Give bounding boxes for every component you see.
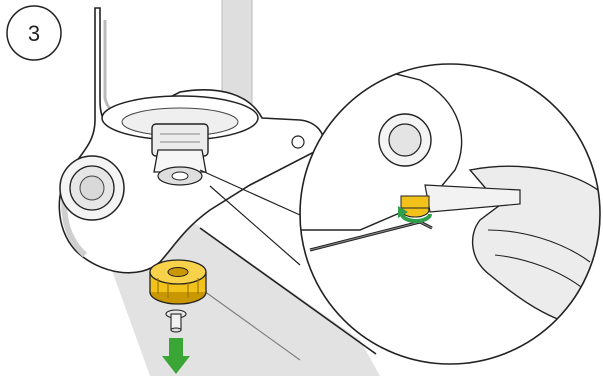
step-number: 3: [28, 21, 40, 46]
chain-stay-tube: [110, 220, 380, 376]
detail-callout: [299, 63, 601, 365]
step-badge: 3: [6, 5, 62, 61]
bolt-mechanism: [151, 123, 209, 186]
callout-connector: [199, 169, 301, 266]
rotate-ccw-icon: [398, 206, 432, 223]
arrow-down-icon: [162, 338, 190, 374]
gold-nut: [149, 259, 207, 305]
small-screw: [165, 309, 187, 333]
